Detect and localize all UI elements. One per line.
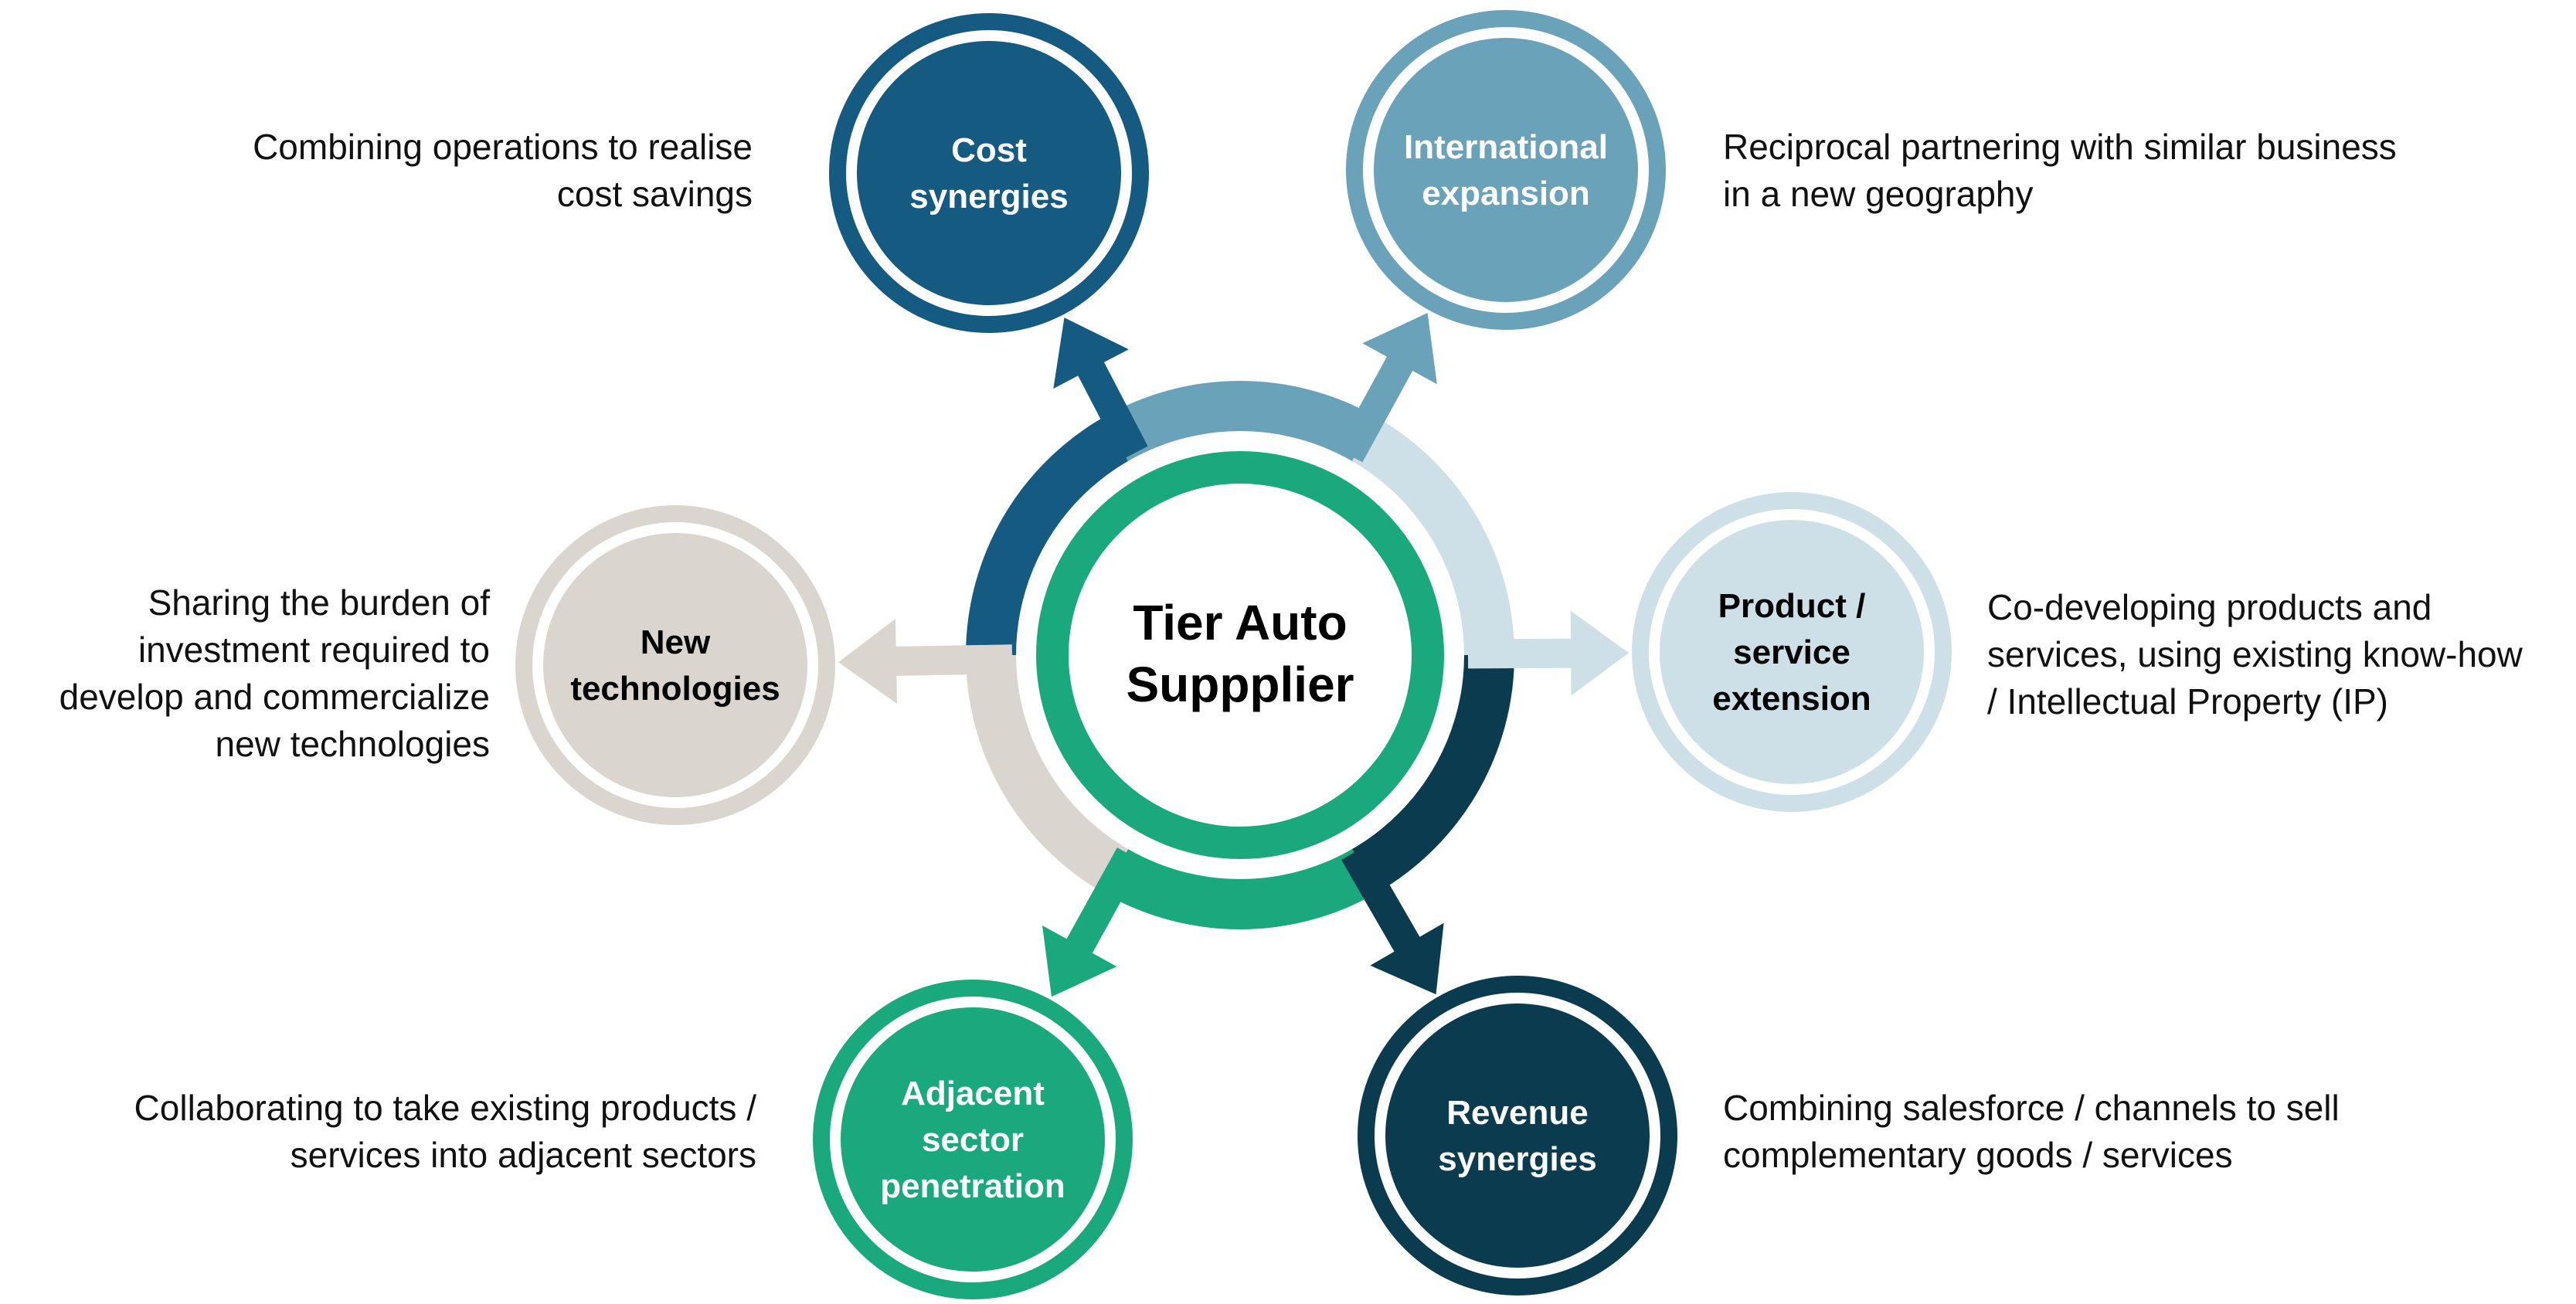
node-label-line: International (1404, 128, 1608, 166)
hub-label-line-2: Suppplier (1126, 657, 1354, 712)
hub-background (1016, 431, 1464, 879)
description-cost-synergies: Combining operations to realise cost sav… (253, 124, 753, 218)
arrow-icon-cost-synergies (1053, 318, 1148, 460)
node-label-line: extension (1712, 680, 1871, 718)
node-product-service-extension[interactable]: Product / service extension (1632, 492, 1952, 812)
node-label-line: Cost (951, 131, 1027, 169)
description-product-service-extension: Co-developing products and services, usi… (1987, 584, 2523, 725)
hub: Tier Auto Suppplier (1016, 431, 1464, 879)
description-line: Co-developing products and (1987, 587, 2432, 627)
arrow-icon-international-expansion (1337, 313, 1437, 463)
arrow-icon-new-technologies (838, 618, 1013, 704)
description-international-expansion: Reciprocal partnering with similar busin… (1723, 124, 2397, 218)
node-label-line: service (1733, 633, 1850, 671)
description-line: new technologies (215, 724, 490, 764)
node-label-line: synergies (1438, 1140, 1596, 1178)
node-label-line: New (641, 623, 711, 661)
node-new-technologies[interactable]: New technologies (515, 505, 835, 825)
description-line: Sharing the burden of (148, 582, 490, 623)
description-line: Reciprocal partnering with similar busin… (1723, 127, 2397, 167)
hub-label-line-1: Tier Auto (1133, 595, 1347, 650)
arrow-icon-adjacent-sector-penetration (1042, 847, 1144, 997)
ring-segment-cost-synergies (966, 417, 1130, 655)
node-label-line: synergies (909, 178, 1068, 216)
description-line: services into adjacent sectors (290, 1135, 756, 1175)
ring-segment-product-service-extension (1350, 417, 1514, 655)
arrows (838, 313, 1630, 997)
description-line: / Intellectual Property (IP) (1987, 681, 2388, 722)
node-international-expansion[interactable]: International expansion (1346, 10, 1666, 330)
description-line: Combining operations to realise (253, 127, 753, 167)
node-inner-circle (857, 41, 1121, 305)
hub-ring (1036, 451, 1444, 859)
nodes: Cost synergies International expansionProdu… (515, 10, 1952, 1299)
node-inner-circle (1660, 520, 1924, 784)
node-label-line: technologies (570, 670, 780, 708)
node-label-line: Revenue (1446, 1094, 1588, 1132)
node-label-line: expansion (1422, 175, 1590, 212)
description-line: complementary goods / services (1723, 1135, 2233, 1175)
arrow-icon-revenue-synergies (1341, 844, 1444, 995)
node-revenue-synergies[interactable]: Revenue synergies (1358, 976, 1677, 1296)
description-line: Collaborating to take existing products … (134, 1088, 756, 1128)
node-inner-circle (1374, 38, 1638, 302)
description-line: Combining salesforce / channels to sell (1723, 1088, 2340, 1128)
node-label-line: Product / (1718, 587, 1866, 625)
description-line: services, using existing know-how (1987, 634, 2523, 674)
node-label-line: penetration (880, 1167, 1065, 1205)
description-line: investment required to (138, 630, 490, 670)
node-inner-circle (841, 1007, 1105, 1272)
ring-segment-new-technologies (966, 655, 1130, 893)
description-line: develop and commercialize (59, 677, 490, 717)
node-cost-synergies[interactable]: Cost synergies (829, 13, 1149, 333)
arrow-icon-product-service-extension (1467, 610, 1630, 696)
node-adjacent-sector-penetration[interactable]: Adjacent sector penetration (813, 980, 1133, 1299)
ring-segment-revenue-synergies (1350, 655, 1514, 893)
description-revenue-synergies: Combining salesforce / channels to sell … (1723, 1085, 2340, 1179)
node-label-line: sector (922, 1121, 1024, 1159)
node-label-line: Adjacent (901, 1075, 1045, 1112)
description-adjacent-sector-penetration: Collaborating to take existing products … (134, 1085, 756, 1179)
node-inner-circle (1385, 1003, 1650, 1268)
node-inner-circle (543, 533, 807, 797)
description-line: in a new geography (1723, 174, 2034, 214)
description-new-technologies: Sharing the burden of investment require… (59, 579, 490, 768)
description-line: cost savings (556, 174, 753, 214)
